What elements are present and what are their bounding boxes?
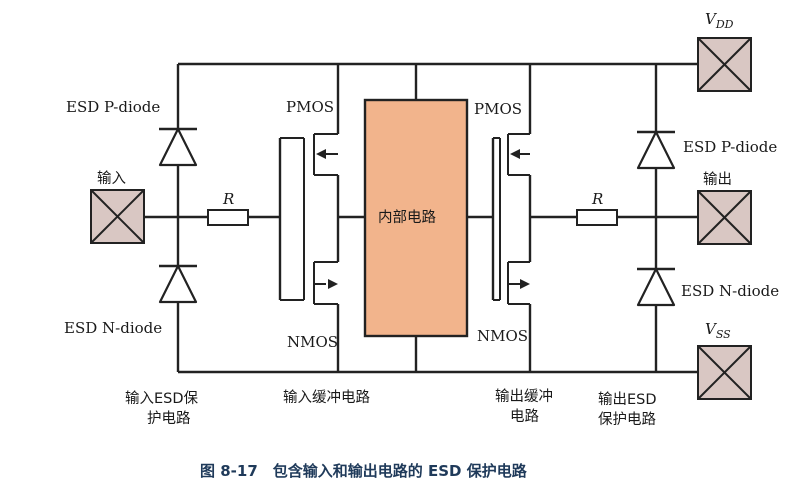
input-esd-label-line2: 护电路 [147,410,191,427]
input-esd-n-diode [158,264,198,304]
vss-label-main: V [705,320,718,338]
output-esd-n-diode [636,267,676,307]
input-nmos-arrow [328,279,338,289]
output-esd-label-line1: 输出ESD [598,391,657,408]
vdd-label: VDD [705,10,734,31]
input-resistor-label: R [222,190,234,208]
output-nmos-arrow [520,279,530,289]
input-resistor [207,209,249,226]
output-pmos-arrow [510,149,520,159]
output-buffer-label-line1: 输出缓冲 [495,388,553,405]
output-esd-label-line2: 保护电路 [598,411,656,428]
vss-label-sub: SS [716,328,731,341]
vdd-pad-cross [697,37,752,92]
output-esd-p-diode [636,130,676,170]
output-pad-cross [697,190,752,245]
vss-pad-cross [697,345,752,400]
vss-label: VSS [705,320,731,341]
vdd-label-sub: DD [715,18,734,31]
input-esd-p-diode [158,127,198,167]
input-esd-n-diode-label: ESD N-diode [64,319,162,337]
output-pmos-label: PMOS [474,100,522,118]
output-buffer-label-line2: 电路 [510,408,539,425]
input-buffer-label: 输入缓冲电路 [283,389,370,406]
input-pmos-label: PMOS [286,98,334,116]
input-nmos-label: NMOS [287,333,338,351]
output-label: 输出 [703,171,732,188]
output-resistor [576,209,618,226]
input-pmos-arrow [316,149,326,159]
vdd-label-main: V [705,10,718,28]
input-esd-label-line1: 输入ESD保 [125,390,199,407]
output-esd-p-diode-label: ESD P-diode [683,138,777,156]
internal-circuit-label: 内部电路 [378,209,436,226]
output-esd-n-diode-label: ESD N-diode [681,282,779,300]
input-pad-cross [90,189,145,244]
figure-caption: 图 8-17 包含输入和输出电路的 ESD 保护电路 [200,462,528,480]
input-label: 输入 [97,170,126,187]
input-esd-p-diode-label: ESD P-diode [66,98,160,116]
output-nmos-label: NMOS [477,327,528,345]
output-resistor-label: R [591,190,603,208]
